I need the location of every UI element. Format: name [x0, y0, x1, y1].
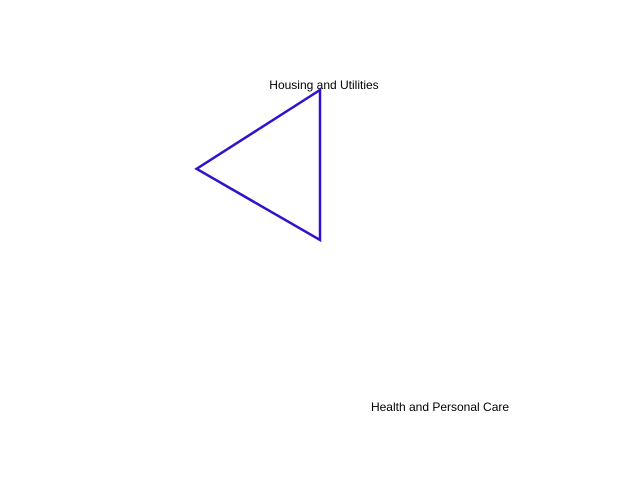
series-polygon-0: [194, 87, 322, 243]
axis-label-health: Health and Personal Care: [371, 400, 509, 414]
data-point-0-1: [319, 239, 321, 241]
data-point-0-0: [319, 89, 321, 91]
data-point-0-2: [196, 168, 198, 170]
series-layer: [194, 87, 322, 243]
axis-label-housing: Housing and Utilities: [269, 78, 378, 92]
